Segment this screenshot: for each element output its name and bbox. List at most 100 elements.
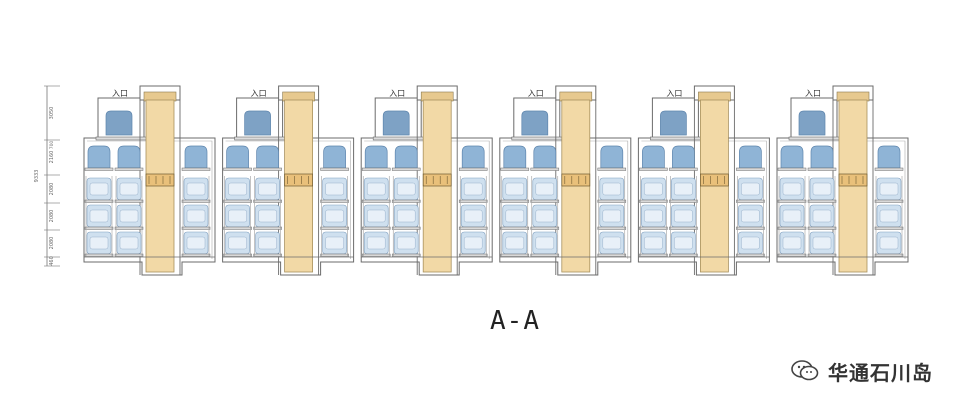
lift-carriage bbox=[422, 173, 452, 187]
pallet bbox=[253, 253, 282, 257]
car-window bbox=[602, 182, 622, 196]
pit-wall-inner bbox=[780, 140, 906, 259]
pallet bbox=[114, 253, 144, 257]
entrance-car bbox=[660, 110, 687, 136]
parking-module: 入口 bbox=[499, 85, 632, 276]
car-window bbox=[505, 236, 525, 250]
parking-module: 入口 bbox=[83, 85, 216, 276]
pallet bbox=[458, 226, 488, 230]
car-window bbox=[505, 182, 525, 196]
pallet bbox=[530, 253, 560, 257]
pit-wall-inner bbox=[225, 140, 351, 259]
pallet bbox=[874, 253, 904, 257]
section-label: A-A bbox=[490, 306, 540, 336]
pallet bbox=[84, 199, 114, 203]
pallet bbox=[530, 199, 560, 203]
dimension-label: 700 bbox=[49, 141, 55, 150]
car-window bbox=[535, 209, 555, 223]
pallet bbox=[253, 199, 282, 203]
pallet bbox=[391, 253, 421, 257]
pallet bbox=[669, 253, 698, 257]
dimension-label: 460 bbox=[49, 256, 55, 266]
pallet bbox=[669, 199, 698, 203]
car bbox=[364, 145, 388, 169]
dimension-label: 2080 bbox=[49, 183, 55, 196]
pallet bbox=[639, 226, 668, 230]
car-window bbox=[535, 236, 555, 250]
pallet bbox=[777, 199, 807, 203]
car bbox=[184, 145, 208, 169]
car-window bbox=[89, 182, 109, 196]
pit-wall bbox=[222, 137, 355, 276]
car-window bbox=[325, 209, 344, 223]
pallet bbox=[253, 167, 282, 171]
wechat-icon bbox=[791, 360, 819, 381]
pallet bbox=[320, 199, 349, 203]
car-window bbox=[258, 209, 277, 223]
pallet bbox=[223, 167, 252, 171]
pallet bbox=[181, 253, 211, 257]
car-window bbox=[463, 209, 483, 223]
pallet bbox=[114, 226, 144, 230]
car bbox=[461, 145, 485, 169]
pallet bbox=[84, 226, 114, 230]
car-window bbox=[602, 209, 622, 223]
car-window bbox=[741, 182, 760, 196]
car bbox=[503, 145, 527, 169]
pallet bbox=[597, 167, 627, 171]
car bbox=[672, 145, 695, 169]
car bbox=[394, 145, 418, 169]
pallet bbox=[320, 253, 349, 257]
entrance-label: 入口 bbox=[528, 89, 544, 98]
pallet bbox=[500, 199, 530, 203]
car-window bbox=[119, 209, 139, 223]
pallet bbox=[223, 253, 252, 257]
parking-module: 入口 bbox=[222, 85, 355, 276]
pallet bbox=[458, 253, 488, 257]
lift-carriage bbox=[838, 173, 868, 187]
pallet bbox=[391, 226, 421, 230]
car-window bbox=[186, 209, 206, 223]
lift-carriage bbox=[561, 173, 591, 187]
entrance-car bbox=[521, 110, 549, 136]
entrance-car bbox=[798, 110, 826, 136]
pallet bbox=[807, 167, 837, 171]
pallet bbox=[874, 199, 904, 203]
car-window bbox=[258, 182, 277, 196]
pallet bbox=[639, 253, 668, 257]
car-window bbox=[396, 209, 416, 223]
entrance-car bbox=[382, 110, 410, 136]
car-window bbox=[879, 209, 899, 223]
pallet bbox=[736, 253, 765, 257]
pit-wall bbox=[360, 137, 493, 276]
entrance-label: 入口 bbox=[805, 89, 821, 98]
pit-wall-inner bbox=[364, 140, 490, 259]
pallet bbox=[181, 199, 211, 203]
lift-carriage bbox=[700, 173, 729, 187]
pit-wall-inner bbox=[641, 140, 767, 259]
car-window bbox=[782, 209, 802, 223]
pallet bbox=[223, 226, 252, 230]
pallet bbox=[530, 226, 560, 230]
car-window bbox=[366, 209, 386, 223]
car bbox=[117, 145, 141, 169]
pit-wall bbox=[637, 137, 770, 276]
car-window bbox=[674, 209, 693, 223]
pallet bbox=[320, 226, 349, 230]
car-window bbox=[644, 236, 663, 250]
car-window bbox=[119, 182, 139, 196]
pallet bbox=[253, 226, 282, 230]
pallet bbox=[597, 253, 627, 257]
lift-carriage bbox=[145, 173, 175, 187]
pallet bbox=[597, 226, 627, 230]
dimension-label: 2160 bbox=[49, 151, 55, 164]
car-window bbox=[228, 236, 247, 250]
pallet bbox=[639, 199, 668, 203]
car-window bbox=[879, 236, 899, 250]
pit-wall-inner bbox=[502, 140, 629, 259]
pallet bbox=[777, 167, 807, 171]
pallet bbox=[458, 199, 488, 203]
watermark-text: 华通石川岛 bbox=[828, 360, 933, 385]
car-window bbox=[228, 209, 247, 223]
